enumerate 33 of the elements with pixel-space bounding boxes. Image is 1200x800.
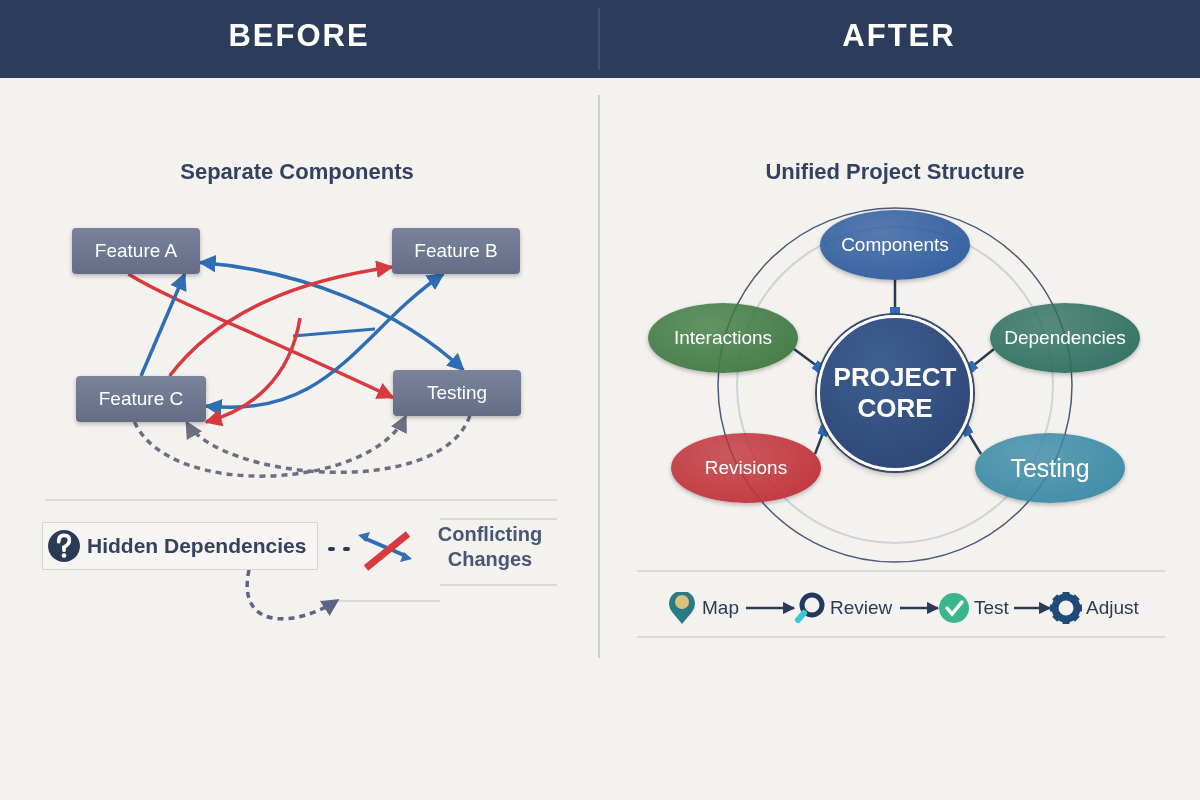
callout-text: Hidden Dependencies bbox=[87, 534, 307, 558]
arrow bbox=[168, 260, 394, 378]
arrow bbox=[185, 415, 472, 474]
core-circle: PROJECT CORE bbox=[817, 315, 973, 471]
feature-box: Testing bbox=[393, 370, 521, 416]
warning-text: Conflicting Changes bbox=[428, 522, 552, 578]
arrow bbox=[746, 601, 796, 615]
arrow bbox=[133, 414, 408, 478]
section-subtitle: Separate Components bbox=[179, 159, 415, 185]
panel-heading: BEFORE bbox=[227, 18, 371, 54]
arrow bbox=[245, 569, 340, 621]
ellipse-node: Testing bbox=[975, 433, 1125, 503]
arrow bbox=[204, 272, 445, 416]
arrow bbox=[204, 317, 302, 426]
ellipse-node: Dependencies bbox=[990, 303, 1140, 373]
step-label: Review bbox=[830, 597, 893, 619]
callout-box bbox=[42, 522, 318, 570]
panel-heading: AFTER bbox=[841, 18, 957, 54]
arrow bbox=[198, 255, 465, 372]
ellipse-node: Interactions bbox=[648, 303, 798, 373]
ellipse-node: Revisions bbox=[671, 433, 821, 503]
step-label: Map bbox=[702, 597, 739, 619]
feature-box: Feature B bbox=[392, 228, 520, 274]
arrow bbox=[900, 601, 940, 615]
feature-box: Feature C bbox=[76, 376, 206, 422]
arrow bbox=[139, 272, 187, 377]
feature-box: Feature A bbox=[72, 228, 200, 274]
arrow bbox=[1014, 601, 1052, 615]
ellipse-node: Components bbox=[820, 210, 970, 280]
step-label: Adjust bbox=[1086, 597, 1139, 619]
step-label: Test bbox=[974, 597, 1009, 619]
section-subtitle: Unified Project Structure bbox=[764, 159, 1026, 185]
arrow bbox=[127, 272, 395, 400]
